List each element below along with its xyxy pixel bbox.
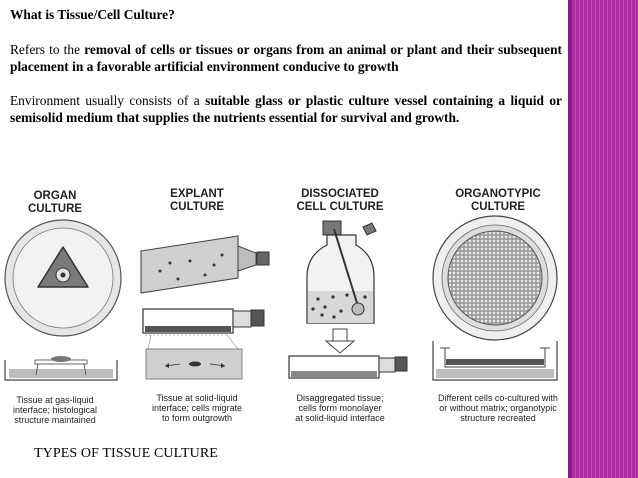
panel-explant-culture: EXPLANT CULTURE [140,188,270,423]
explant-desc-2: interface; cells migrate [152,403,242,413]
organotypic-well-section [432,341,558,381]
explant-heading-2: CULTURE [170,201,224,213]
slide-text: What is Tissue/Cell Culture? Refers to t… [10,6,562,126]
explant-flask-section [142,308,265,350]
slide-title: What is Tissue/Cell Culture? [10,7,175,22]
environment-emphasis: suitable glass or plastic culture vessel… [10,92,562,125]
organotypic-heading-1: ORGANOTYPIC [455,188,541,200]
filter-well-icon [432,215,558,341]
dissociated-desc-3: at solid-liquid interface [295,413,385,423]
figure-caption: TYPES OF TISSUE CULTURE [34,446,218,461]
explant-desc-3: to form outgrowth [162,413,232,423]
environment-paragraph: Environment usually consists of a suitab… [10,92,562,126]
organ-desc-2: interface; histological [13,405,97,415]
culture-flask-icon [140,235,270,294]
definition-emphasis: removal of cells or tissues or organs fr… [10,42,563,75]
decorative-side-band [568,0,638,478]
organotypic-desc-2: or without matrix; organotypic [439,403,557,413]
dissociated-heading-1: DISSOCIATED [301,188,379,200]
tissue-culture-figure: ORGAN CULTURE Tissue at gas-liquid inter… [4,188,558,425]
organ-dish-section [4,356,118,381]
explant-desc-1: Tissue at solid-liquid [156,393,237,403]
panel-dissociated-culture: DISSOCIATED CELL CULTURE [288,188,408,423]
panel-organ-culture: ORGAN CULTURE Tissue at gas-liquid inter… [4,190,122,425]
definition-lead: Refers to the [10,42,85,58]
definition-paragraph: Refers to the removal of cells or tissue… [10,41,562,75]
petri-dish-icon [4,219,122,337]
explant-heading-1: EXPLANT [170,188,224,200]
down-arrow-icon [324,328,356,354]
dissociated-desc-1: Disaggregated tissue; [296,393,383,403]
organ-desc-1: Tissue at gas-liquid [16,395,93,405]
organotypic-heading-2: CULTURE [471,201,525,213]
organotypic-desc-3: structure recreated [460,413,536,423]
spinner-flask-icon [306,220,377,324]
environment-lead: Environment usually consists of a [10,92,206,108]
explant-outgrowth-inset [145,348,243,380]
organ-heading-1: ORGAN [34,190,77,202]
dissociated-heading-2: CELL CULTURE [296,201,383,213]
organotypic-desc-1: Different cells co-cultured with [438,393,558,403]
panel-organotypic-culture: ORGANOTYPIC CULTURE Different cells co-c… [432,188,558,423]
dissociated-desc-2: cells form monolayer [298,403,381,413]
monolayer-flask-section [288,355,408,379]
organ-desc-3: structure maintained [14,415,96,425]
organ-heading-2: CULTURE [28,203,82,215]
